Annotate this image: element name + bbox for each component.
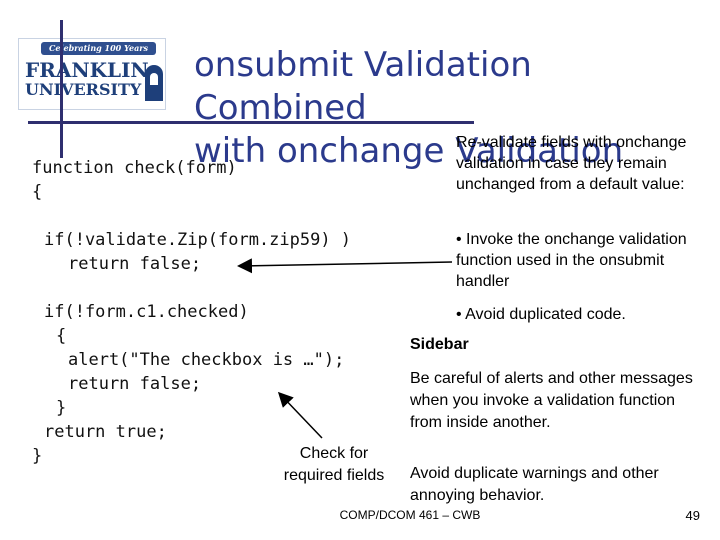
code-line: if(!validate.Zip(form.zip59) ) <box>44 230 352 250</box>
slide-title: onsubmit Validation Combined with onchan… <box>194 44 714 173</box>
logo-name-line2: UNIVERSITY <box>25 80 142 99</box>
code-line: return true; <box>44 422 167 442</box>
logo-banner: Celebrating 100 Years <box>41 42 156 55</box>
revalidate-note: Re-validate fields with onchange validat… <box>456 134 687 193</box>
sidebar-title: Sidebar <box>410 336 469 353</box>
arrow-to-checkbox-check <box>277 391 323 439</box>
title-vertical-rule <box>60 20 63 158</box>
code-line: } <box>56 398 67 418</box>
logo-emblem-icon <box>145 65 163 101</box>
sidebar-paragraph: Be careful of alerts and other messages … <box>410 370 693 431</box>
code-line: return false; <box>68 254 202 274</box>
slide-title-line1: onsubmit Validation Combined <box>194 45 532 128</box>
code-line: if(!form.c1.checked) <box>44 302 249 322</box>
slide-title-line2: with onchange Validation <box>194 131 624 171</box>
invoke-bullet: • Invoke the onchange validation functio… <box>456 231 687 290</box>
avoid-bullet: • Avoid duplicated code. <box>456 306 626 323</box>
check-required-label: Check for required fields <box>283 445 385 484</box>
code-line: } <box>32 446 43 466</box>
arrow-to-zip-validation <box>237 258 453 274</box>
franklin-university-logo: Celebrating 100 Years FRANKLIN UNIVERSIT… <box>18 38 166 110</box>
code-line: { <box>32 182 43 202</box>
slide-footer: COMP/DCOM 461 – CWB <box>339 508 481 522</box>
code-line: alert("The checkbox is …"); <box>68 350 345 370</box>
code-line: function check(form) <box>32 158 237 178</box>
title-horizontal-rule <box>28 121 474 124</box>
sidebar-box <box>400 327 710 505</box>
code-line: { <box>56 326 67 346</box>
sidebar-paragraph: Avoid duplicate warnings and other annoy… <box>410 465 659 504</box>
page-number: 49 <box>685 508 700 523</box>
logo-name-line1: FRANKLIN <box>25 58 149 82</box>
code-line: return false; <box>68 374 202 394</box>
